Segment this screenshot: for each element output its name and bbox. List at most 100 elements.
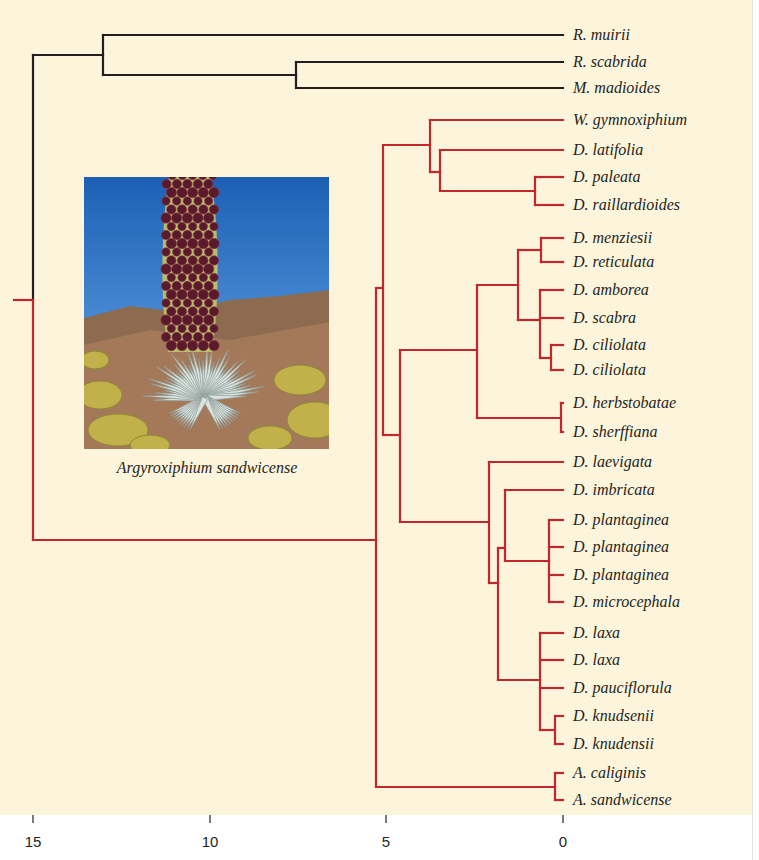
flower-head — [166, 289, 176, 299]
tree-branch — [555, 772, 563, 774]
taxon-label: D. microcephala — [573, 593, 680, 611]
flower-head — [171, 315, 181, 325]
taxon-label: D. laevigata — [573, 453, 652, 471]
flower-head — [199, 222, 207, 230]
taxon-label: A. sandwicense — [573, 791, 672, 809]
flower-head — [168, 177, 176, 180]
tree-branch — [14, 299, 33, 301]
flower-head — [177, 289, 187, 299]
flower-head — [172, 197, 180, 205]
shrub — [84, 351, 109, 369]
flower-head — [162, 299, 170, 307]
flower-head — [194, 197, 202, 205]
flower-head — [193, 179, 202, 188]
tree-branch — [540, 687, 563, 689]
flower-head — [171, 264, 181, 274]
flower-head — [167, 273, 175, 281]
flower-head — [209, 256, 218, 265]
flower-head — [188, 205, 197, 214]
flower-head — [204, 332, 213, 341]
flower-head — [167, 324, 175, 332]
flower-head — [187, 289, 197, 299]
tree-branch — [518, 249, 541, 251]
flower-head — [198, 187, 208, 197]
tree-branch — [549, 574, 563, 576]
tree-branch — [540, 357, 551, 359]
flower-head — [167, 222, 175, 230]
flower-head — [178, 222, 186, 230]
tree-branch — [541, 261, 563, 263]
flower-head — [161, 332, 170, 341]
flower-head — [177, 256, 186, 265]
tree-branch — [477, 417, 561, 419]
tree-branch — [561, 431, 563, 433]
taxon-label: D. paleata — [573, 168, 641, 186]
tree-branch — [555, 799, 563, 801]
flower-head — [188, 222, 196, 230]
tree-branch — [440, 190, 535, 192]
flower-head — [171, 213, 181, 223]
flower-stalk — [162, 177, 217, 352]
tree-branch — [498, 679, 540, 681]
flower-head — [193, 332, 202, 341]
flower-head — [209, 307, 218, 316]
tree-branch — [383, 144, 430, 146]
taxon-label: R. scabrida — [573, 53, 647, 71]
silversword-photo — [78, 139, 343, 456]
taxon-label: D. plantaginea — [573, 538, 669, 556]
taxon-label: D. ciliolata — [573, 336, 646, 354]
flower-head — [177, 307, 186, 316]
tree-branch — [541, 237, 563, 239]
tree-branch — [540, 632, 563, 634]
tree-branch — [430, 171, 440, 173]
taxon-label: A. caliginis — [573, 764, 646, 782]
flower-head — [172, 299, 180, 307]
tree-branch — [549, 601, 563, 603]
flower-head — [177, 205, 186, 214]
tree-branch — [548, 520, 550, 602]
flower-head — [209, 289, 219, 299]
flower-head — [204, 230, 213, 239]
axis-number: 10 — [202, 833, 219, 851]
flower-head — [199, 205, 208, 214]
flower-head — [161, 315, 171, 325]
flower-head — [162, 197, 170, 205]
tree-branch — [549, 546, 563, 548]
flower-head — [193, 213, 203, 223]
flower-head — [177, 238, 187, 248]
flower-head — [166, 187, 176, 197]
flower-head — [209, 340, 219, 350]
tree-branch — [476, 285, 478, 418]
rosette-leaf — [171, 354, 207, 400]
tree-branch — [560, 403, 562, 432]
flower-head — [209, 238, 219, 248]
flower-head — [161, 213, 171, 223]
tree-branch — [535, 204, 563, 206]
tree-branch — [489, 461, 563, 463]
flower-head — [193, 281, 202, 290]
flower-head — [166, 238, 176, 248]
flower-head — [188, 256, 197, 265]
flower-head — [198, 177, 206, 180]
flower-head — [194, 299, 202, 307]
taxon-label: D. sherffiana — [573, 423, 657, 441]
taxon-label: D. pauciflorula — [573, 679, 672, 697]
tree-branch — [550, 345, 552, 370]
flower-head — [182, 264, 192, 274]
tree-branch — [103, 34, 563, 36]
flower-head — [199, 256, 208, 265]
flower-head — [203, 213, 213, 223]
shrub — [248, 426, 292, 449]
flower-head — [188, 177, 196, 180]
flower-head — [193, 230, 202, 239]
tree-branch — [505, 489, 563, 491]
tree-branch — [488, 462, 490, 583]
tree-branch — [540, 729, 555, 731]
shrub — [274, 365, 326, 395]
flower-head — [210, 222, 218, 230]
shrub — [287, 402, 329, 438]
flower-head — [183, 332, 192, 341]
flower-head — [161, 264, 171, 274]
tree-branch — [549, 519, 563, 521]
flower-head — [178, 273, 186, 281]
